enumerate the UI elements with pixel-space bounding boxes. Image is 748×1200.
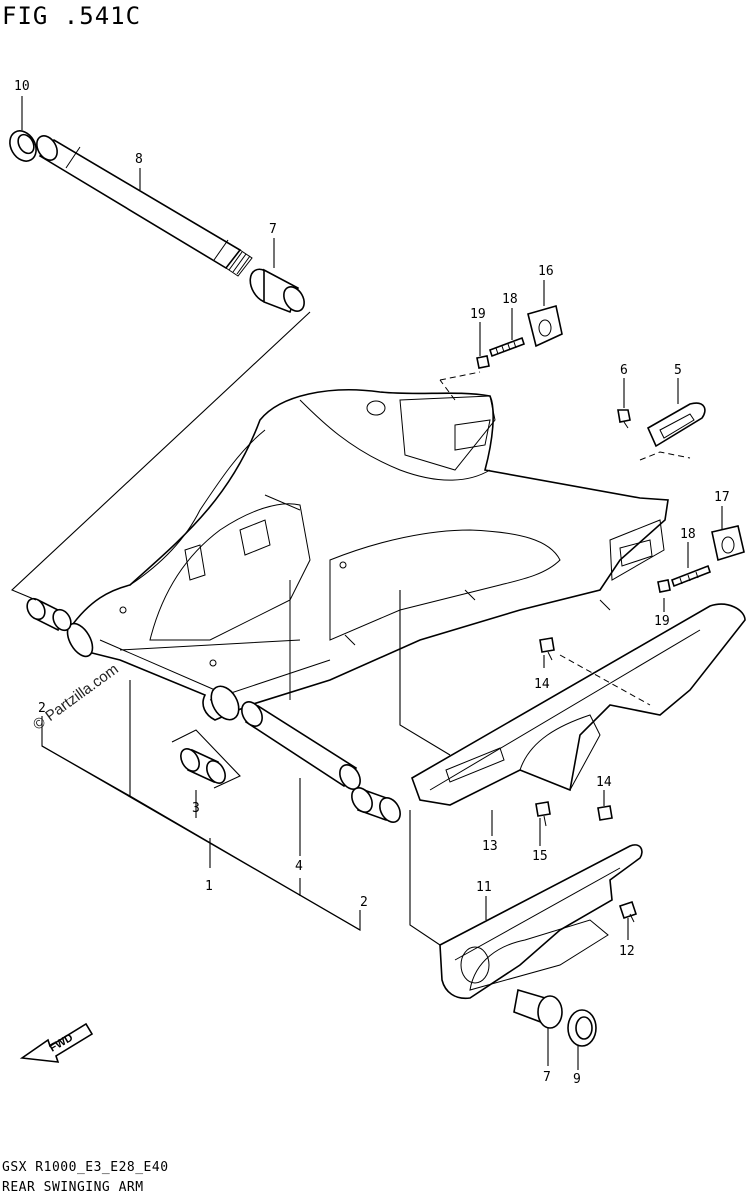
part-19-nut-right[interactable] bbox=[657, 579, 671, 593]
callout-11: 11 bbox=[476, 880, 492, 895]
part-2-bearing-right[interactable] bbox=[348, 784, 405, 826]
callout-10: 10 bbox=[14, 79, 30, 94]
callout-2-right: 2 bbox=[360, 895, 368, 910]
figure-title: FIG .541C bbox=[2, 2, 142, 30]
callout-15: 15 bbox=[532, 849, 548, 864]
part-7-collar-lower[interactable] bbox=[513, 988, 563, 1029]
callout-7-lower: 7 bbox=[543, 1070, 551, 1085]
part-16-adjuster-block[interactable] bbox=[527, 304, 563, 348]
part-1-swingarm-body[interactable] bbox=[62, 389, 669, 725]
callout-2-left: 2 bbox=[38, 701, 46, 716]
part-7-collar-upper[interactable] bbox=[245, 264, 309, 314]
part-13-chain-guard[interactable] bbox=[411, 603, 746, 806]
part-2-bearing-left[interactable] bbox=[24, 595, 75, 633]
part-6-screw[interactable] bbox=[617, 409, 631, 429]
callout-7-upper: 7 bbox=[269, 222, 277, 237]
model-code: GSX R1000_E3_E28_E40 bbox=[2, 1160, 169, 1175]
part-10-nut[interactable] bbox=[5, 126, 42, 166]
callout-14-upper: 14 bbox=[534, 677, 550, 692]
callout-17: 17 bbox=[714, 490, 730, 505]
part-9-nut[interactable] bbox=[567, 1009, 597, 1047]
callout-3: 3 bbox=[192, 801, 200, 816]
callout-5: 5 bbox=[674, 363, 682, 378]
part-17-adjuster-block[interactable] bbox=[711, 525, 745, 562]
callout-6: 6 bbox=[620, 363, 628, 378]
part-4-spacer-tube[interactable] bbox=[238, 698, 365, 793]
part-18-bolt-right[interactable] bbox=[671, 564, 711, 588]
part-11-chain-guide[interactable] bbox=[439, 844, 643, 1000]
callout-12: 12 bbox=[619, 944, 635, 959]
part-14-bolt-upper[interactable] bbox=[539, 637, 555, 661]
callout-19-upper: 19 bbox=[470, 307, 486, 322]
part-12-screw[interactable] bbox=[618, 900, 638, 923]
callout-18-upper: 18 bbox=[502, 292, 518, 307]
part-19-nut-upper[interactable] bbox=[476, 355, 490, 369]
callout-19-right: 19 bbox=[654, 614, 670, 629]
part-5-plate[interactable] bbox=[639, 402, 706, 461]
part-3-bearing-center[interactable] bbox=[177, 746, 229, 787]
callout-labels: 10 8 7 16 18 19 6 5 17 18 19 14 2 14 3 1… bbox=[14, 79, 730, 1087]
fwd-arrow-icon: FWD bbox=[19, 1022, 94, 1063]
callout-14-lower: 14 bbox=[596, 775, 612, 790]
leader-lines bbox=[11, 96, 723, 1070]
part-8-pivot-shaft[interactable] bbox=[33, 132, 253, 277]
callout-4: 4 bbox=[295, 859, 303, 874]
part-18-bolt-upper[interactable] bbox=[488, 336, 526, 358]
callout-13: 13 bbox=[482, 839, 498, 854]
callout-18-right: 18 bbox=[680, 527, 696, 542]
callout-16: 16 bbox=[538, 264, 554, 279]
callout-8: 8 bbox=[135, 152, 143, 167]
figure-caption: REAR SWINGING ARM bbox=[2, 1180, 144, 1195]
callout-1: 1 bbox=[205, 879, 213, 894]
part-14-bolt-lower[interactable] bbox=[597, 805, 613, 821]
callout-9: 9 bbox=[573, 1072, 581, 1087]
part-15-bolt[interactable] bbox=[535, 801, 551, 827]
